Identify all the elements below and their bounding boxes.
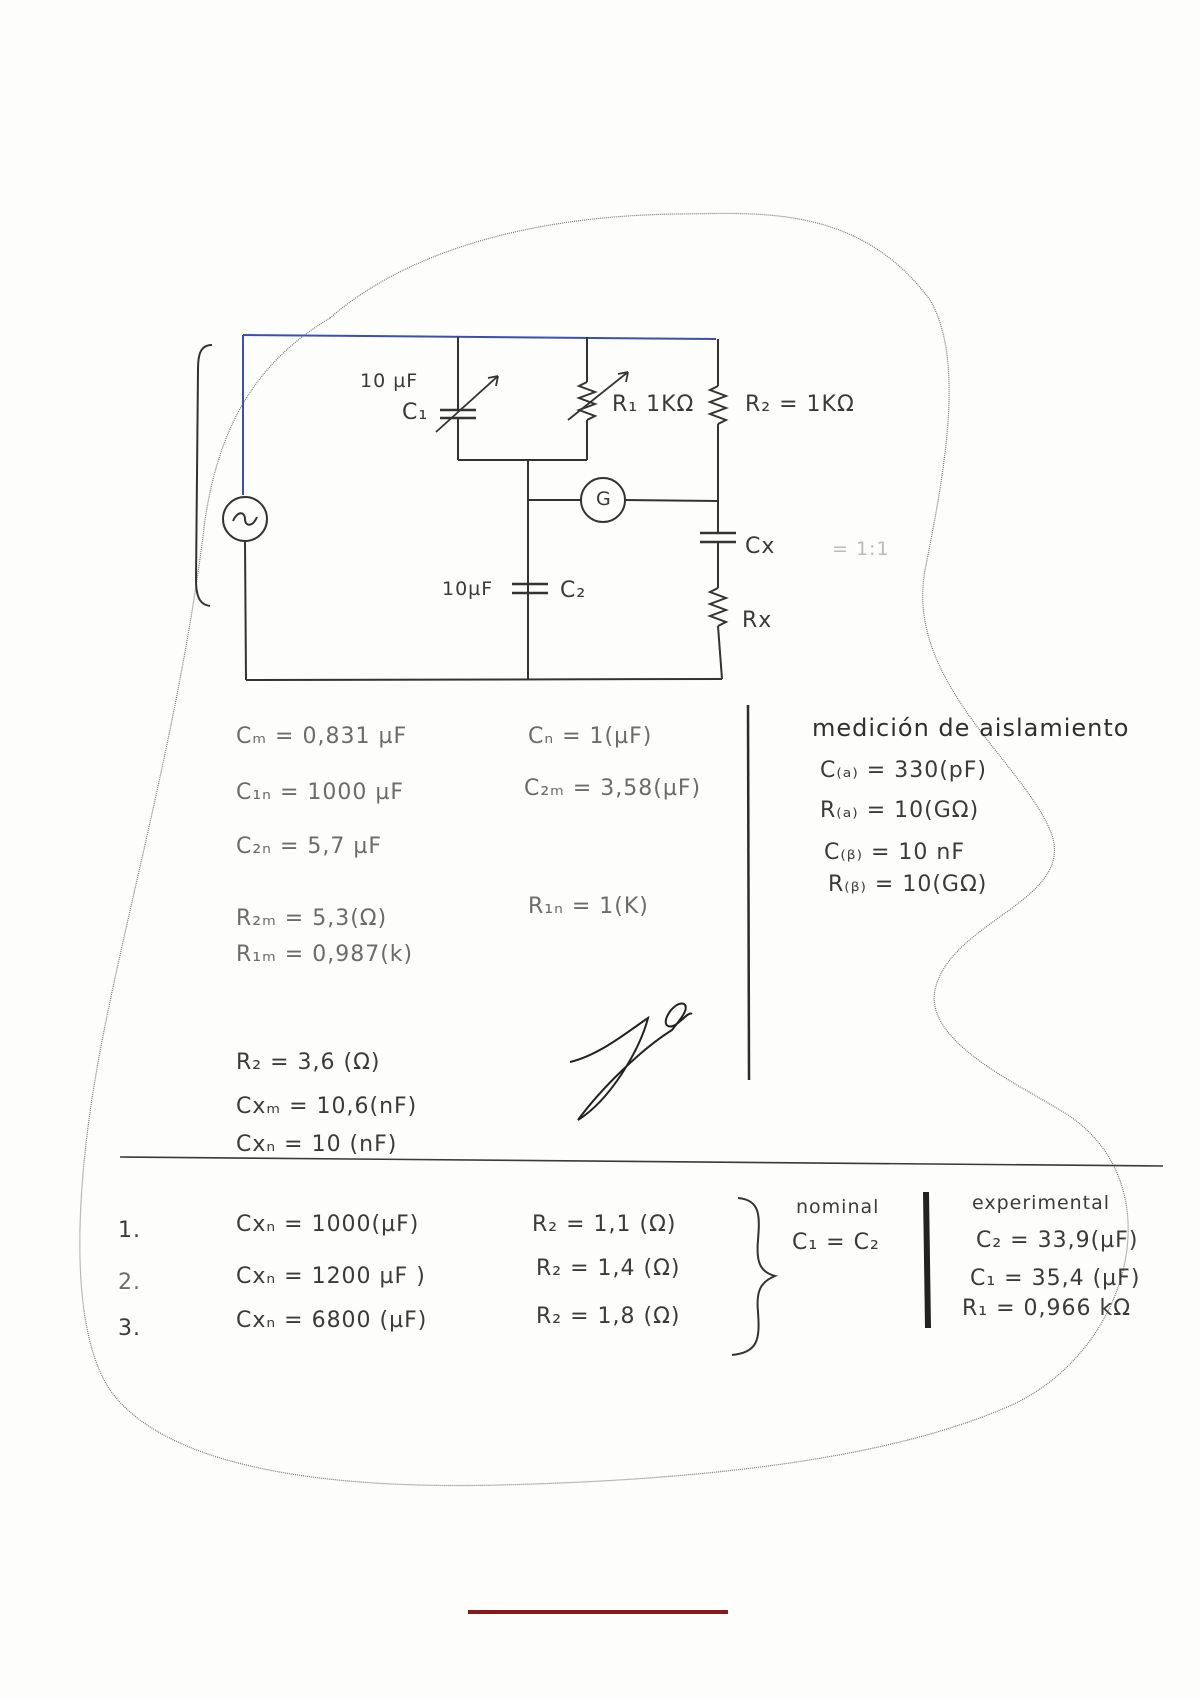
cx-note: = 1:1 [832, 538, 890, 560]
trial-3-r2: R₂ = 1,8 (Ω) [536, 1304, 681, 1329]
measurement-r1n: R₁ₙ = 1(K) [528, 894, 649, 919]
experimental-c2: C₂ = 33,9(µF) [976, 1228, 1139, 1253]
divider-vertical-bottom [923, 1191, 931, 1329]
measurement-r2: R₂ = 3,6 (Ω) [236, 1050, 381, 1075]
ac-source-symbol [232, 512, 258, 526]
c1-value-label: 10 µF [360, 370, 419, 392]
rx-label: Rx [742, 608, 773, 633]
c1-label: C₁ [402, 400, 429, 425]
experimental-r1: R₁ = 0,966 kΩ [962, 1296, 1132, 1321]
divider-vertical-main [746, 704, 751, 1081]
c2-value-label: 10µF [442, 578, 494, 600]
signature [569, 1002, 693, 1121]
measurement-r2m: R₂ₘ = 5,3(Ω) [236, 906, 388, 931]
experimental-c1: C₁ = 35,4 (µF) [970, 1266, 1141, 1291]
measurement-cn: Cₙ = 1(µF) [528, 724, 653, 749]
divider-horizontal [119, 1156, 1164, 1167]
measurement-cxn: Cxₙ = 10 (nF) [236, 1132, 398, 1157]
trial-2-number: 2. [118, 1270, 141, 1295]
experimental-title: experimental [972, 1192, 1111, 1214]
insulation-cb: C₍ᵦ₎ = 10 nF [824, 840, 966, 865]
c2-label: C₂ [560, 578, 587, 603]
insulation-rb: R₍ᵦ₎ = 10(GΩ) [828, 872, 988, 897]
wire-rx-bottom [717, 625, 723, 680]
wire-left-lower [244, 540, 247, 681]
left-bracket [194, 344, 213, 607]
measurement-r1m: R₁ₘ = 0,987(k) [236, 942, 414, 967]
trial-1-cxn: Cxₙ = 1000(µF) [236, 1212, 420, 1237]
r1-arrow-head [617, 371, 629, 383]
rx-zigzag [707, 587, 729, 627]
insulation-ra: R₍ₐ₎ = 10(GΩ) [820, 798, 980, 823]
r1-label: R₁ 1KΩ [612, 392, 695, 417]
trial-1-r2: R₂ = 1,1 (Ω) [532, 1212, 677, 1237]
trial-2-r2: R₂ = 1,4 (Ω) [536, 1256, 681, 1281]
trial-3-cxn: Cxₙ = 6800 (µF) [236, 1308, 428, 1333]
r1-zigzag [576, 381, 598, 421]
insulation-ca: C₍ₐ₎ = 330(pF) [820, 758, 987, 783]
measurement-c1n: C₁ₙ = 1000 µF [236, 780, 404, 805]
cx-label: Cx [745, 534, 776, 559]
galvanometer-label: G [596, 488, 612, 510]
trial-1-number: 1. [118, 1218, 141, 1243]
r2-zigzag [707, 385, 729, 425]
wire-galv-right [624, 499, 719, 502]
insulation-title: medición de aislamiento [812, 714, 1130, 742]
freeform-outline [79, 212, 1129, 1487]
measurement-cm: Cₘ = 0,831 µF [236, 724, 408, 749]
r2-label: R₂ = 1KΩ [745, 392, 855, 417]
r1-variable-arrow [567, 371, 629, 421]
curly-brace [731, 1197, 779, 1356]
c1-variable-arrow [435, 375, 499, 433]
c1-arrow-head [487, 375, 499, 387]
nominal-formula: C₁ = C₂ [792, 1230, 880, 1255]
trial-2-cxn: Cxₙ = 1200 µF ) [236, 1264, 426, 1289]
wire-bottom [245, 678, 723, 681]
measurement-c2m: C₂ₘ = 3,58(µF) [524, 776, 702, 801]
nominal-title: nominal [796, 1196, 880, 1218]
measurement-cxm: Cxₘ = 10,6(nF) [236, 1094, 418, 1119]
blue-top-wire [242, 334, 717, 340]
measurement-c2n: C₂ₙ = 5,7 µF [236, 834, 382, 859]
trial-3-number: 3. [118, 1316, 141, 1341]
